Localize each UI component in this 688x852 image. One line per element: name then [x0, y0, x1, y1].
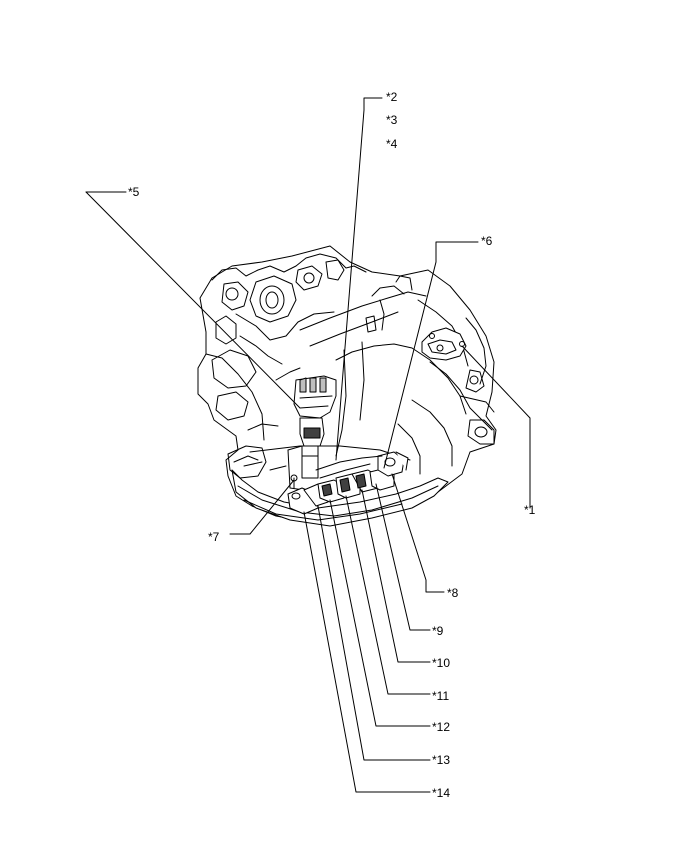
callout-label-8: *8: [447, 586, 459, 600]
solenoid-valve-row: [287, 451, 409, 515]
callout-label-3: *3: [386, 113, 398, 127]
callout-label-2: *2: [386, 90, 398, 104]
callout-label-13: *13: [432, 753, 451, 767]
callout-label-1: *1: [524, 503, 536, 517]
callout-label-11: *11: [432, 689, 450, 703]
oil-pan: [231, 469, 449, 527]
callout-label-9: *9: [432, 624, 444, 638]
callout-label-7: *7: [208, 530, 220, 544]
callout-label-10: *10: [432, 656, 451, 670]
transaxle-housing-outline: [197, 245, 497, 523]
callout-label-5: *5: [128, 185, 140, 199]
callout-label-14: *14: [432, 786, 451, 800]
leader-lines: [85, 97, 531, 793]
callout-label-4: *4: [386, 137, 398, 151]
callout-label-6: *6: [481, 234, 493, 248]
callout-label-12: *12: [432, 720, 451, 734]
housing-upper-detail: [211, 253, 367, 281]
